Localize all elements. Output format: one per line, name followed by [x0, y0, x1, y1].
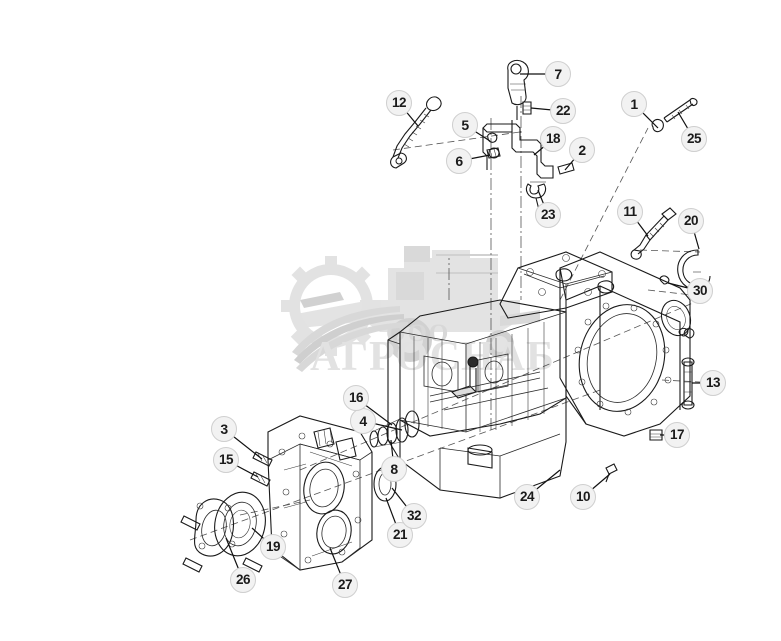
callout-7[interactable]: 7: [545, 61, 571, 87]
part-17-plug: [649, 429, 663, 441]
callout-12[interactable]: 12: [386, 90, 412, 116]
callout-27[interactable]: 27: [332, 572, 358, 598]
part-2-clip: [557, 162, 575, 175]
part-12-oil-line: [390, 96, 442, 169]
callout-17[interactable]: 17: [664, 422, 690, 448]
callout-3[interactable]: 3: [211, 416, 237, 442]
callout-22[interactable]: 22: [550, 98, 576, 124]
callout-24[interactable]: 24: [514, 484, 540, 510]
callout-23[interactable]: 23: [535, 202, 561, 228]
callout-6[interactable]: 6: [446, 148, 472, 174]
part-7-switch: [507, 59, 529, 120]
screw-lower-3: [242, 557, 263, 573]
part-1-bolt: [651, 119, 664, 133]
callout-20[interactable]: 20: [678, 208, 704, 234]
callout-13[interactable]: 13: [700, 370, 726, 396]
callout-32[interactable]: 32: [401, 503, 427, 529]
callout-8[interactable]: 8: [381, 456, 407, 482]
callout-5[interactable]: 5: [452, 112, 478, 138]
callout-15[interactable]: 15: [213, 447, 239, 473]
callout-11[interactable]: 11: [617, 199, 643, 225]
screw-lower-1: [180, 515, 201, 531]
gear-icon: [281, 256, 408, 372]
parts-seal-stack: [369, 410, 420, 448]
callout-25[interactable]: 25: [681, 126, 707, 152]
part-15-screw: [250, 471, 271, 487]
part-25-pin: [663, 97, 698, 123]
callout-16[interactable]: 16: [343, 385, 369, 411]
main-transmission-housing: [387, 251, 691, 499]
callout-1[interactable]: 1: [621, 91, 647, 117]
part-22-plug: [522, 101, 532, 115]
screw-lower-2: [182, 557, 203, 573]
callout-30[interactable]: 30: [687, 278, 713, 304]
part-5-fitting: [487, 132, 498, 143]
part-18-hose: [482, 120, 554, 179]
callout-18[interactable]: 18: [540, 126, 566, 152]
part-26-seal-housing: [193, 498, 236, 557]
callout-10[interactable]: 10: [570, 484, 596, 510]
callout-4[interactable]: 4: [350, 408, 376, 434]
callout-26[interactable]: 26: [230, 567, 256, 593]
cap-screws: [180, 451, 273, 573]
callout-2[interactable]: 2: [569, 137, 595, 163]
callout-19[interactable]: 19: [260, 534, 286, 560]
part-11-lever: [630, 207, 677, 260]
part-13-dowels: [678, 327, 695, 410]
part-27-cover-housing: [267, 415, 373, 571]
